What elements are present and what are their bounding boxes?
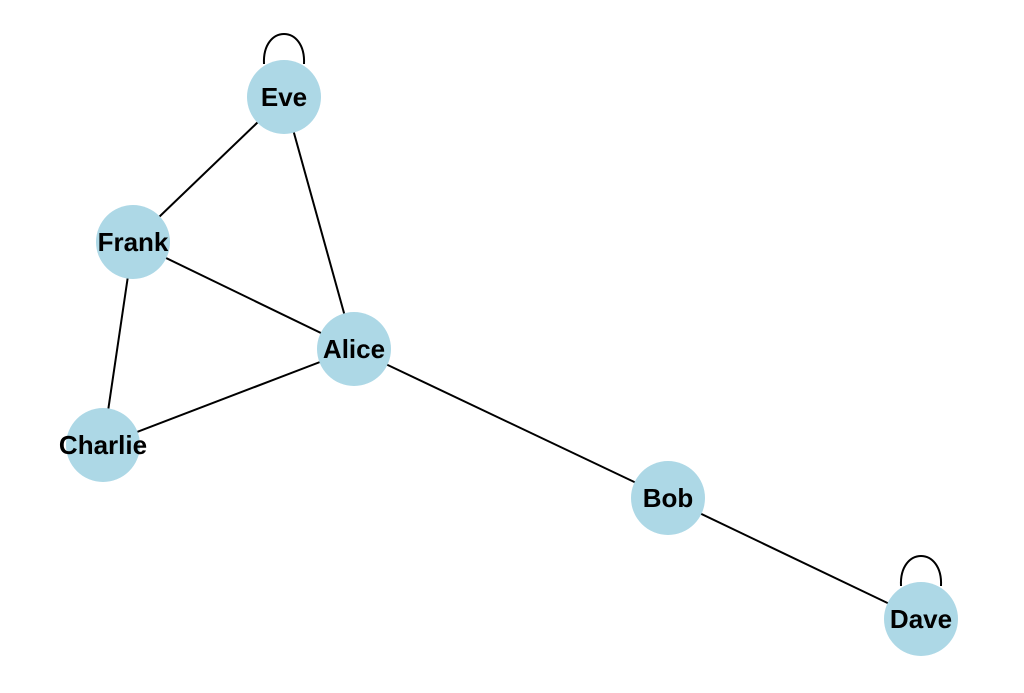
selfloop-edge-dave	[899, 555, 943, 587]
node-label: Dave	[890, 604, 952, 634]
node-charlie[interactable]: Charlie	[59, 408, 147, 482]
node-circle	[884, 582, 958, 656]
node-circle	[96, 205, 170, 279]
node-circle	[66, 408, 140, 482]
node-circle	[247, 60, 321, 134]
node-bob[interactable]: Bob	[631, 461, 705, 535]
node-circle	[317, 312, 391, 386]
edge-frank-alice	[132, 241, 355, 350]
node-label: Eve	[261, 82, 307, 112]
node-eve[interactable]: Eve	[247, 60, 321, 134]
edge-eve-alice	[283, 96, 355, 350]
node-circle	[631, 461, 705, 535]
edge-bob-dave	[667, 497, 922, 620]
node-frank[interactable]: Frank	[96, 205, 170, 279]
node-alice[interactable]: Alice	[317, 312, 391, 386]
node-label: Charlie	[59, 430, 147, 460]
node-label: Alice	[323, 334, 385, 364]
node-dave[interactable]: Dave	[884, 582, 958, 656]
edge-alice-bob	[353, 348, 669, 499]
node-label: Frank	[98, 227, 169, 257]
node-label: Bob	[643, 483, 694, 513]
edges-layer	[102, 33, 943, 620]
edge-charlie-alice	[102, 348, 355, 446]
selfloop-edge-eve	[262, 33, 306, 65]
